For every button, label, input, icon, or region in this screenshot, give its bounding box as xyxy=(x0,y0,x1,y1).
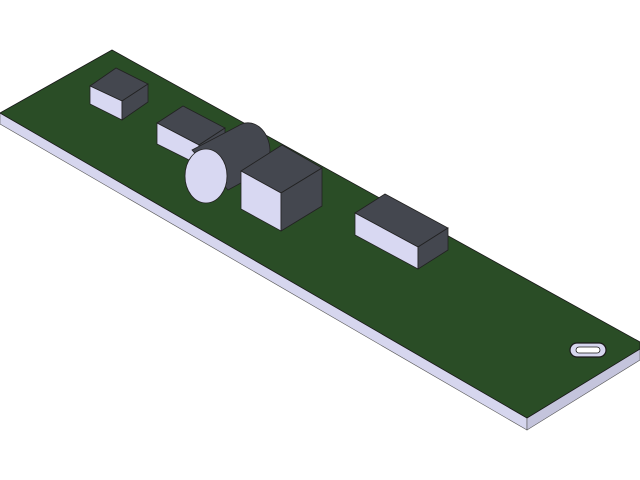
component-box-3 xyxy=(354,193,449,270)
component-small-box xyxy=(89,67,149,121)
mounting-slot xyxy=(569,342,607,358)
component-cube xyxy=(240,144,323,232)
